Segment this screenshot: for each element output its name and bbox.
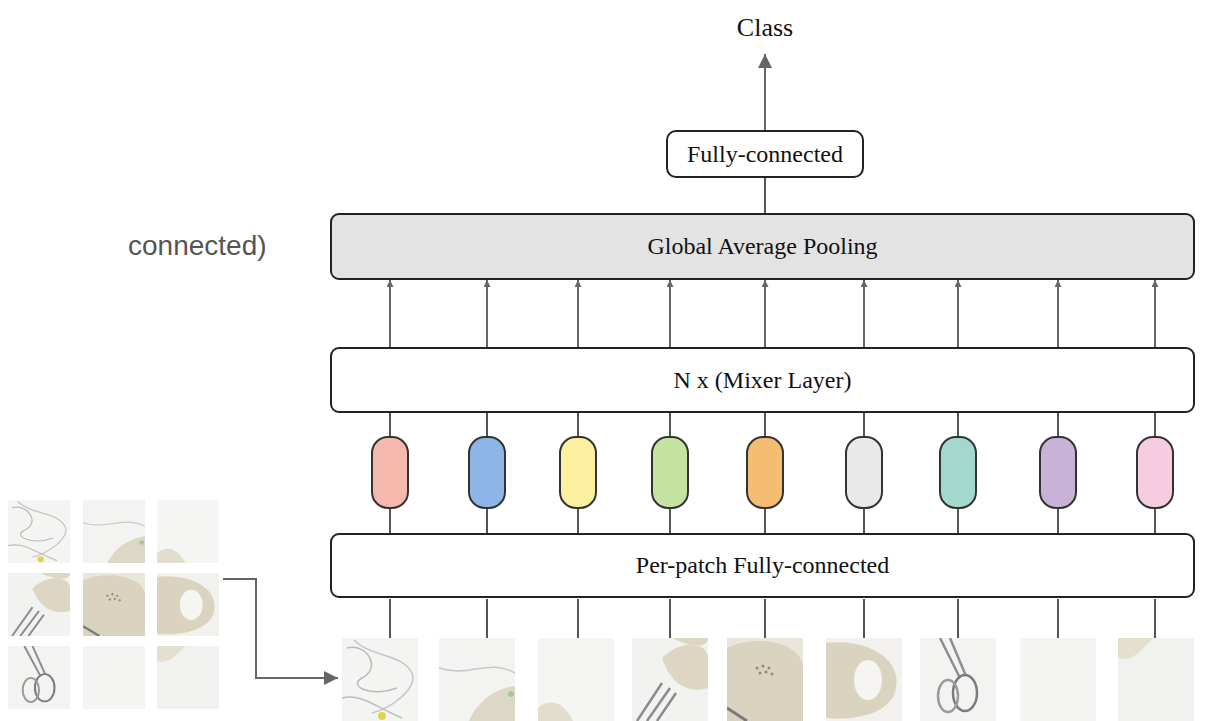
image-patch [1118,638,1194,721]
image-patch [826,638,902,721]
image-patch [157,500,219,563]
image-patch [538,638,614,721]
image-patch [83,573,145,636]
image-patch [920,638,996,721]
connector-arrow [863,280,865,347]
image-patch [1020,638,1096,721]
mixer-layer-band: N x (Mixer Layer) [330,347,1195,413]
pooling-band: Global Average Pooling [330,213,1195,280]
connector-arrow [957,280,959,347]
connector-arrow [389,280,391,347]
connector-arrow [1154,280,1156,347]
connector-arrow [1057,280,1059,347]
dense-layer-box: Fully-connected [666,130,864,178]
image-patch [632,638,708,721]
image-patch [439,638,515,721]
connector-arrow [764,280,766,347]
image-patch [8,646,70,709]
connector-line [764,178,766,213]
token-pill [940,437,976,508]
patch-feed-lines [390,599,1155,638]
token-pill [469,437,505,508]
token-pills [372,437,1173,508]
box-label: N x (Mixer Layer) [674,366,852,395]
connector-arrow [669,280,671,347]
patch-embedding-band: Per-patch Fully-connected [330,533,1195,598]
flatten-arrow [223,579,338,678]
output-label: Class [737,12,793,43]
image-patch [8,573,70,636]
image-patch [8,500,70,563]
image-patch [157,573,219,636]
token-pill [372,437,408,508]
box-label: Fully-connected [687,140,843,169]
box-label: Per-patch Fully-connected [636,551,889,580]
image-grid [8,500,219,709]
patch-sequence [342,638,1194,721]
image-patch [342,638,418,721]
image-patch [157,646,219,709]
connector-arrow [577,280,579,347]
box-label: Global Average Pooling [647,232,877,261]
image-patch [83,500,145,563]
image-patch [727,638,803,721]
token-pill [652,437,688,508]
token-pill [846,437,882,508]
image-patch [83,646,145,709]
cropped-slide-text: connected) [128,229,267,263]
connector-arrow [486,280,488,347]
token-pill [1040,437,1076,508]
token-pill [560,437,596,508]
token-pill [747,437,783,508]
output-arrow [764,54,766,130]
token-pill [1137,437,1173,508]
